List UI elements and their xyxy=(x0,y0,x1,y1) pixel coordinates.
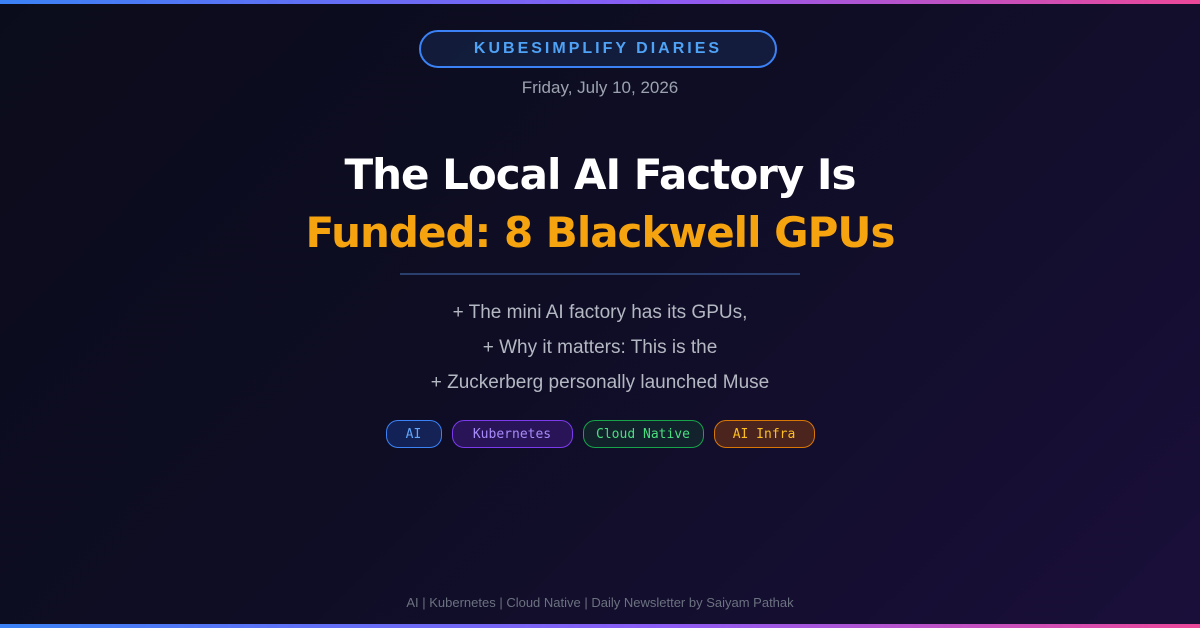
tag-list: AI Kubernetes Cloud Native AI Infra xyxy=(0,420,1200,448)
top-gradient-bar xyxy=(0,0,1200,4)
brand-badge: KUBESIMPLIFY DIARIES xyxy=(419,30,777,68)
tag-ai: AI xyxy=(385,420,442,448)
bullet-item: + The mini AI factory has its GPUs, xyxy=(452,302,748,323)
tag-ai-infra: AI Infra xyxy=(713,420,815,448)
divider xyxy=(400,273,800,275)
tag-cloud-native: Cloud Native xyxy=(582,420,704,448)
brand-label: KUBESIMPLIFY DIARIES xyxy=(473,40,723,57)
publish-date: Friday, July 10, 2026 xyxy=(521,78,679,97)
bullet-item: + Zuckerberg personally launched Muse xyxy=(430,372,770,393)
tag-kubernetes: Kubernetes xyxy=(451,420,573,448)
headline-line-2: Funded: 8 Blackwell GPUs xyxy=(305,208,896,257)
bottom-gradient-bar xyxy=(0,624,1200,628)
bullet-item: + Why it matters: This is the xyxy=(482,337,718,358)
footer-text: AI | Kubernetes | Cloud Native | Daily N… xyxy=(406,595,794,610)
headline-line-1: The Local AI Factory Is xyxy=(344,150,856,199)
